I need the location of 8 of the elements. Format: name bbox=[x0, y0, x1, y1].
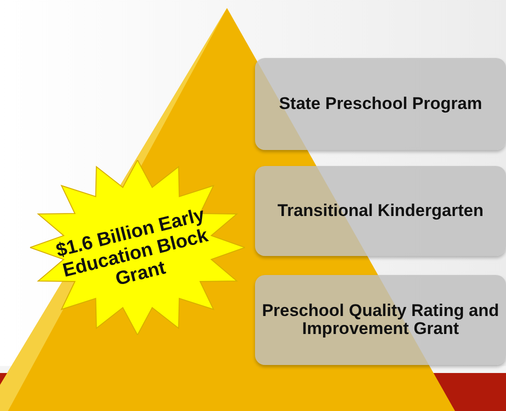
tier-box bbox=[255, 166, 506, 256]
starburst-text: $1.6 Billion Early Education Block Grant bbox=[53, 204, 212, 292]
tier-label: Preschool Quality Rating and Improvement Grant bbox=[260, 302, 500, 338]
tier-box bbox=[255, 275, 506, 365]
tier-label: Transitional Kindergarten bbox=[278, 202, 484, 220]
starburst bbox=[30, 160, 245, 335]
tier-label: State Preschool Program bbox=[278, 95, 482, 113]
tier-box bbox=[255, 58, 506, 150]
